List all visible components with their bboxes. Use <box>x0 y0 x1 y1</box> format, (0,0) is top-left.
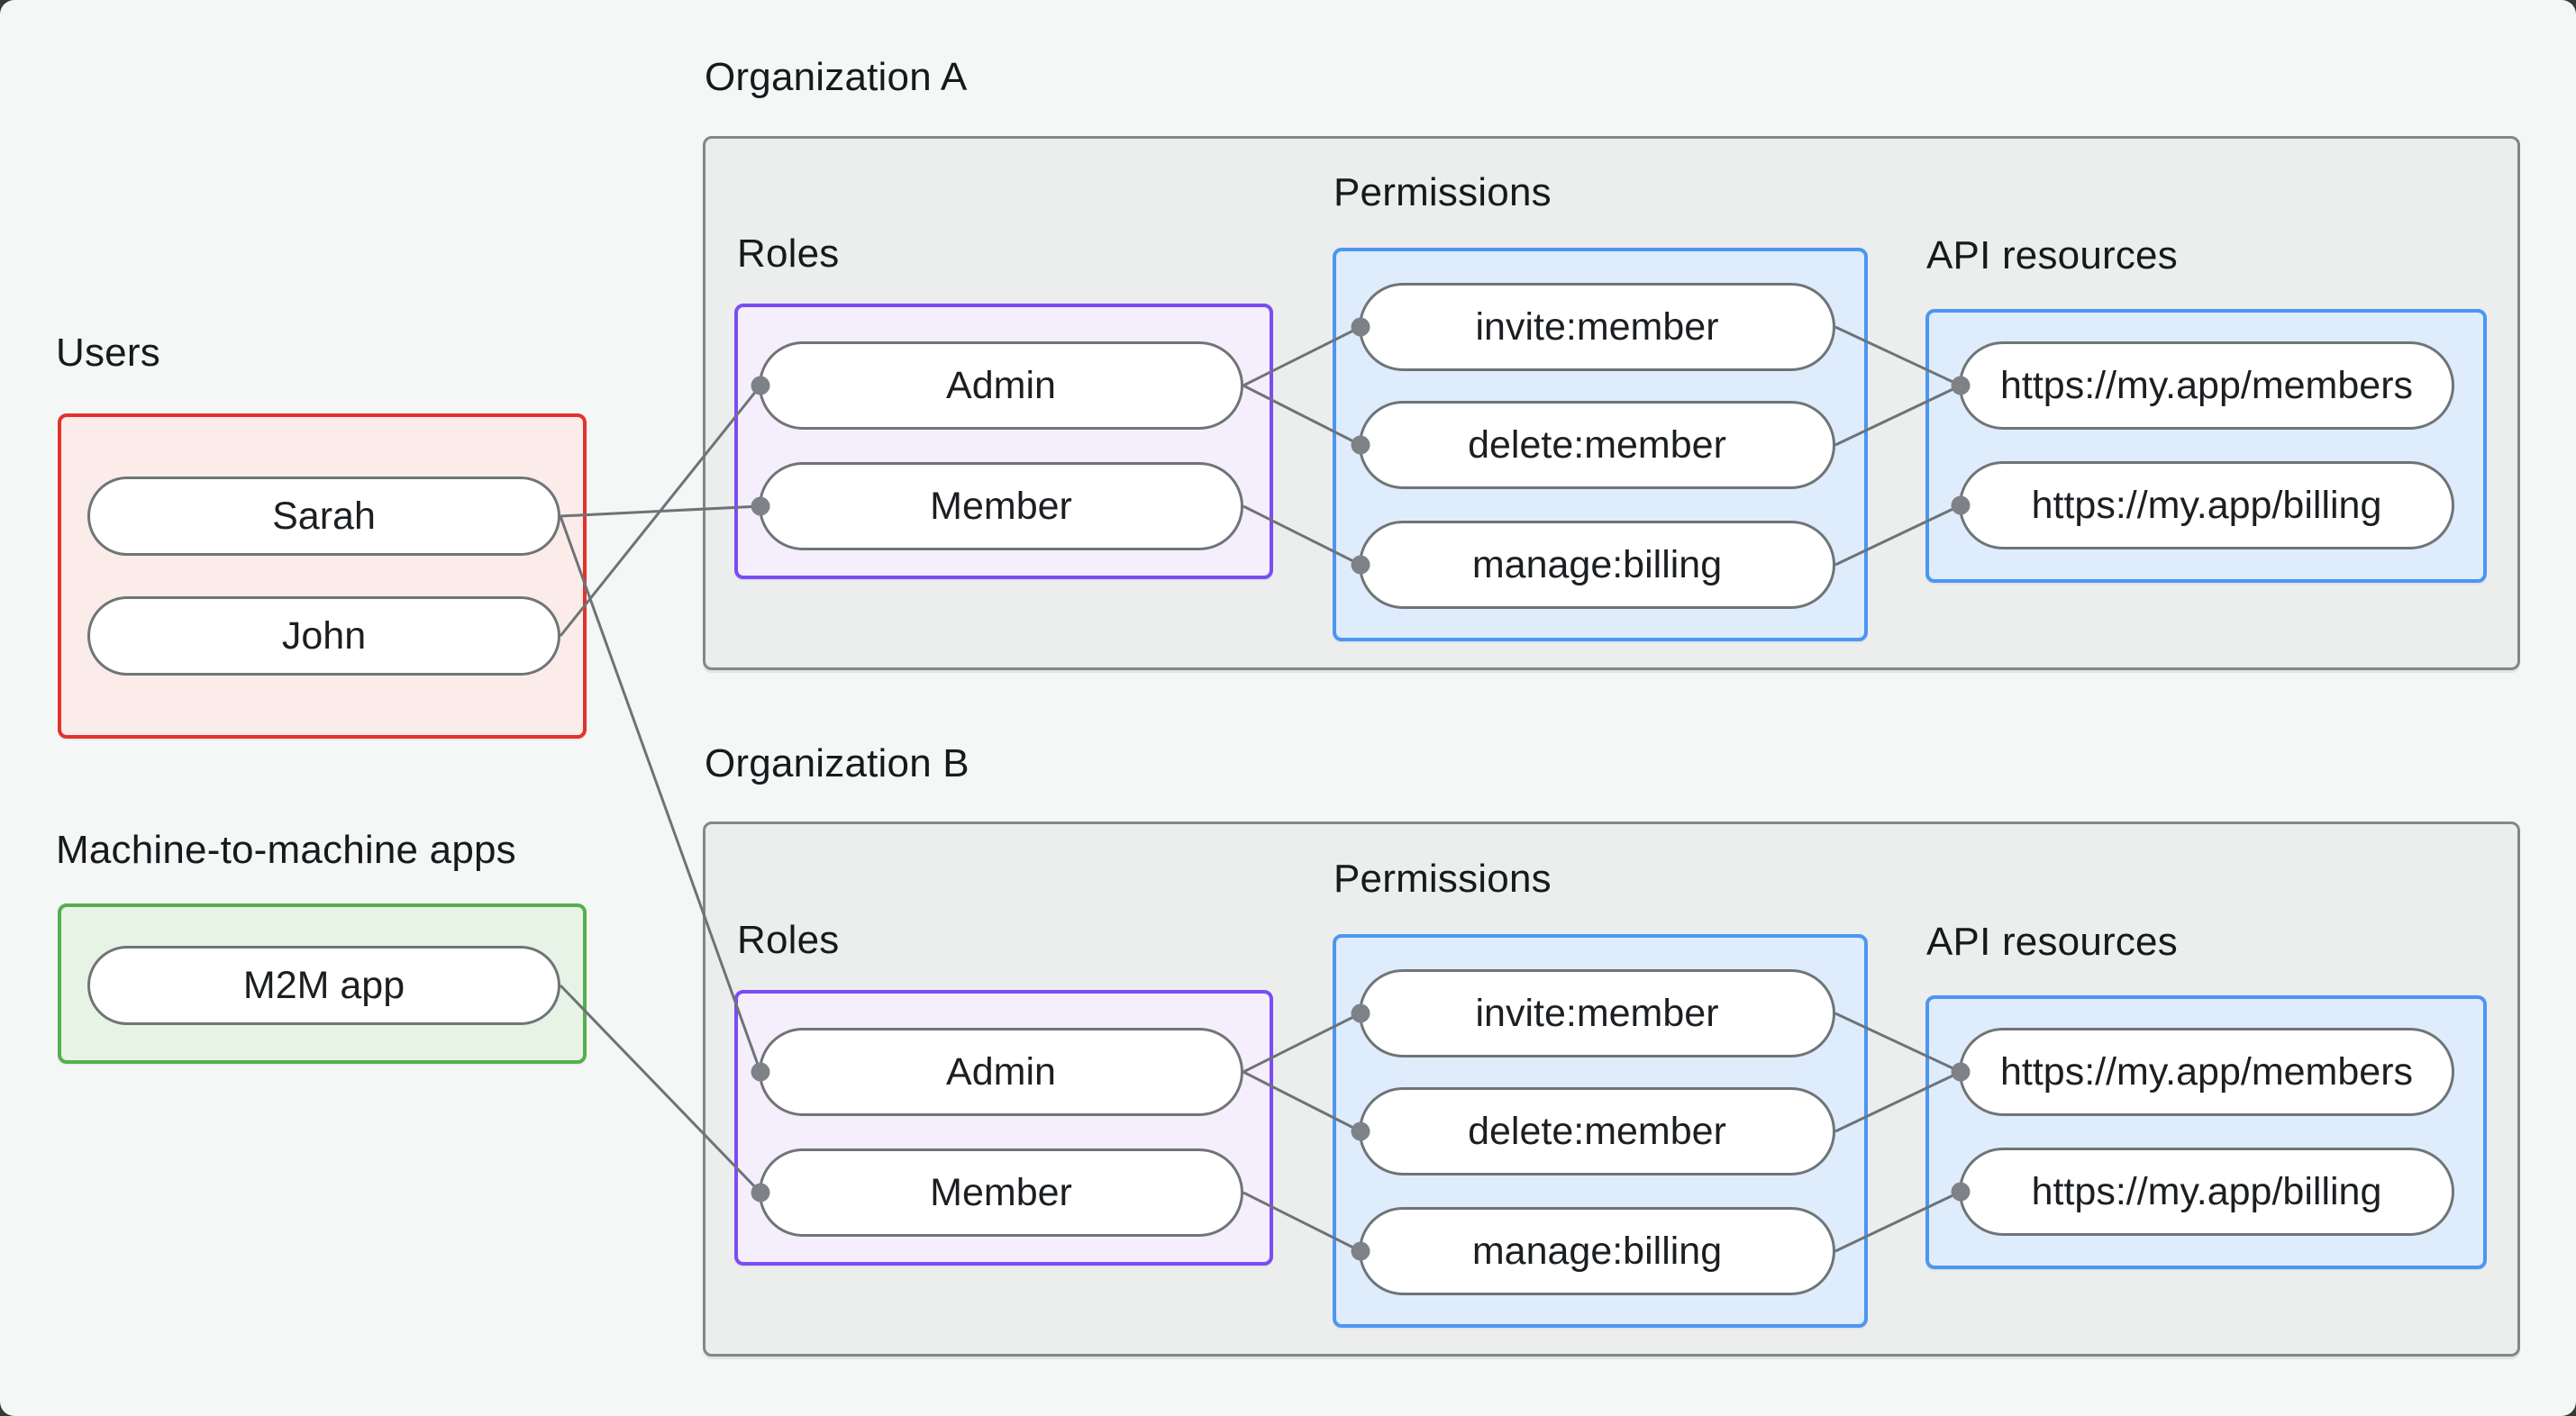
node-api-members-org-b: https://my.app/members <box>1959 1028 2454 1116</box>
users-group-box <box>58 413 587 739</box>
node-user-john: John <box>87 596 560 676</box>
m2m-group-label: Machine-to-machine apps <box>56 828 516 872</box>
node-role-admin-org-b: Admin <box>759 1028 1243 1116</box>
node-role-admin-org-a: Admin <box>759 341 1243 430</box>
node-role-member-org-a: Member <box>759 462 1243 550</box>
org-b-roles-label: Roles <box>737 918 840 962</box>
node-permission-delete-org-b: delete:member <box>1359 1087 1835 1175</box>
node-permission-manage-org-a: manage:billing <box>1359 521 1835 609</box>
node-role-member-org-b: Member <box>759 1148 1243 1237</box>
org-a-permissions-label: Permissions <box>1334 170 1552 214</box>
org-b-api-resources-label: API resources <box>1926 920 2178 964</box>
org-b-permissions-label: Permissions <box>1334 857 1552 901</box>
org-a-label: Organization A <box>705 55 968 99</box>
org-a-roles-label: Roles <box>737 231 840 276</box>
users-group-label: Users <box>56 331 160 375</box>
node-permission-delete-org-a: delete:member <box>1359 401 1835 489</box>
node-permission-manage-org-b: manage:billing <box>1359 1207 1835 1295</box>
node-m2m-app: M2M app <box>87 946 560 1025</box>
org-a-api-resources-label: API resources <box>1926 233 2178 277</box>
org-b-label: Organization B <box>705 741 969 785</box>
node-api-billing-org-a: https://my.app/billing <box>1959 461 2454 549</box>
node-api-members-org-a: https://my.app/members <box>1959 341 2454 430</box>
node-user-sarah: Sarah <box>87 477 560 556</box>
node-permission-invite-org-b: invite:member <box>1359 969 1835 1057</box>
node-permission-invite-org-a: invite:member <box>1359 283 1835 371</box>
node-api-billing-org-b: https://my.app/billing <box>1959 1148 2454 1236</box>
